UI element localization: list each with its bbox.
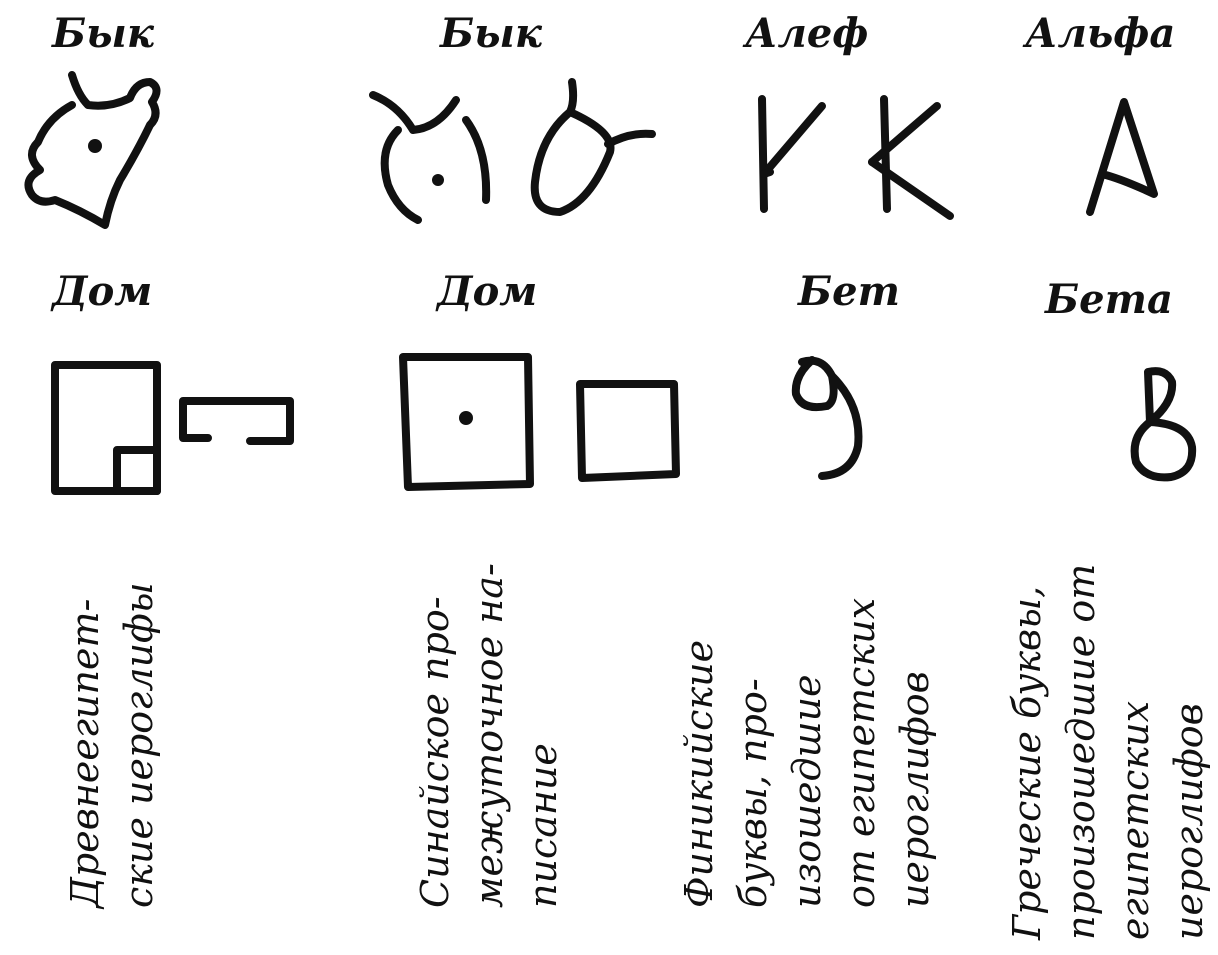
caption-line: Финикийские [677, 639, 721, 908]
caption-line: ские иероглифы [117, 582, 161, 908]
caption-greek-letters: Греческие буквы, произошедшие от египетс… [1000, 510, 1216, 940]
label-alpha: Альфа [1025, 10, 1176, 57]
house-sinai-dot-icon [398, 352, 538, 492]
caption-line: Древнеегипет- [63, 598, 107, 908]
caption-line: египетских [1113, 700, 1157, 940]
caption-line: иероглифов [893, 671, 937, 908]
caption-line: от египетских [839, 597, 883, 908]
caption-line: изошедшие [785, 674, 829, 908]
caption-line: Греческие буквы, [1005, 585, 1049, 940]
caption-line: произошедшие от [1059, 563, 1103, 940]
caption-line: межуточное на- [467, 563, 511, 908]
bull-head-sinai-front-icon [368, 90, 508, 230]
label-beth: Бет [798, 268, 900, 315]
bull-head-sinai-side-icon [520, 72, 665, 222]
alpha-letter-icon [1082, 94, 1162, 219]
caption-sinai-script: Синайское про- межуточное на- писание [408, 508, 570, 908]
label-house-egyptian: Дом [52, 268, 153, 315]
caption-line: иероглифов [1167, 703, 1211, 940]
caption-phoenician-letters: Финикийские буквы, про- изошедшие от еги… [672, 508, 942, 908]
label-aleph: Алеф [745, 10, 869, 57]
aleph-letter-icon-1 [752, 94, 832, 214]
caption-line: буквы, про- [731, 678, 775, 908]
beth-letter-icon [782, 346, 872, 486]
caption-line: писание [521, 743, 565, 908]
label-beta: Бета [1045, 276, 1173, 323]
label-house-sinai: Дом [437, 268, 538, 315]
caption-egyptian-hieroglyphs: Древнеегипет- ские иероглифы [58, 508, 166, 908]
caption-line: Синайское про- [413, 596, 457, 908]
house-plan-hieroglyph-icon [50, 360, 165, 495]
beta-letter-icon [1126, 362, 1201, 487]
label-bull-sinai: Бык [440, 10, 542, 57]
label-bull-egyptian: Бык [52, 10, 154, 57]
house-sinai-square-icon [572, 378, 682, 483]
bull-head-hieroglyph-icon [10, 60, 170, 240]
house-simple-hieroglyph-icon [178, 396, 296, 451]
aleph-letter-icon-2 [862, 94, 957, 224]
